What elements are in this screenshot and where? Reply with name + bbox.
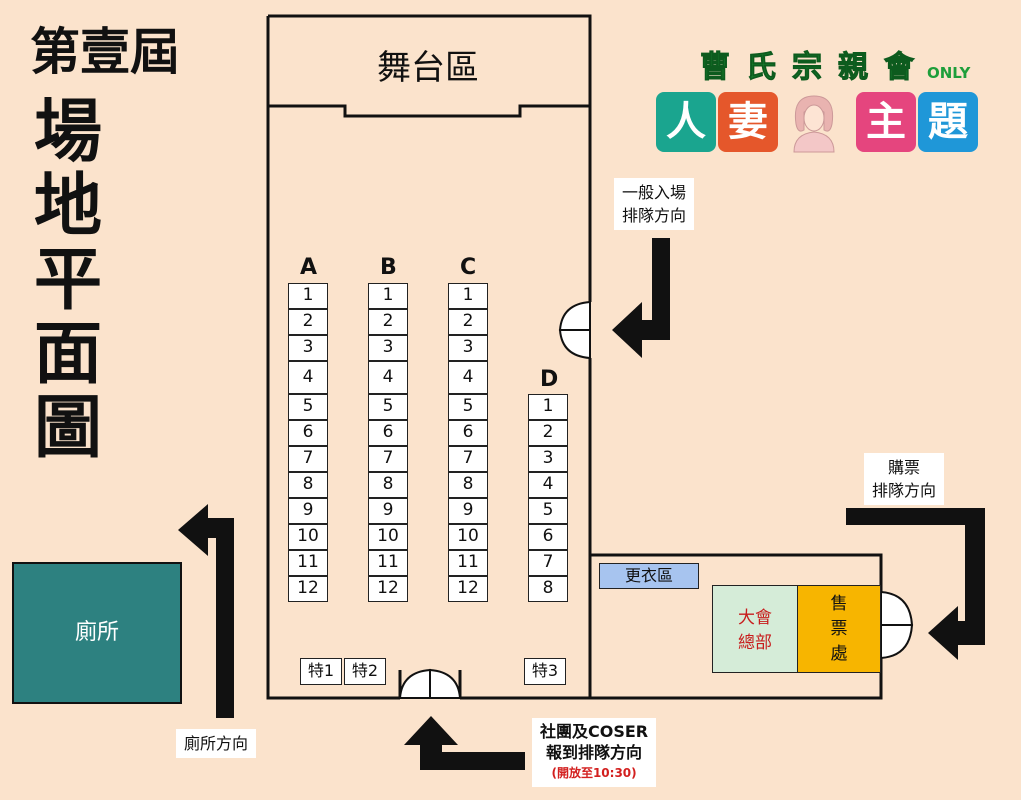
page-title: 場 地 平 面 圖 — [28, 95, 108, 465]
booth-a-10[interactable]: 10 — [288, 524, 328, 550]
woman-avatar-icon — [793, 95, 835, 153]
column-label-c: C — [460, 255, 477, 280]
label-line: 一般入場 — [622, 183, 687, 202]
booth-b-3[interactable]: 3 — [368, 335, 408, 361]
ticket-label-char: 售 — [830, 594, 848, 614]
booth-c-6[interactable]: 6 — [448, 420, 488, 446]
event-hq: 大會 總部 — [712, 585, 798, 673]
booth-d-5[interactable]: 5 — [528, 498, 568, 524]
dressing-room: 更衣區 — [599, 563, 699, 589]
booth-a-5[interactable]: 5 — [288, 394, 328, 420]
title-char: 平 — [33, 240, 102, 320]
booth-c-12[interactable]: 12 — [448, 576, 488, 602]
logo-char: 宗 — [792, 50, 823, 86]
logo-char: 曹 — [700, 50, 731, 86]
booth-d-7[interactable]: 7 — [528, 550, 568, 576]
booth-b-7[interactable]: 7 — [368, 446, 408, 472]
booth-a-4[interactable]: 4 — [288, 361, 328, 394]
special-booth[interactable]: 特2 — [344, 658, 386, 685]
logo-char: 親 — [838, 50, 869, 86]
booth-c-11[interactable]: 11 — [448, 550, 488, 576]
booth-a-6[interactable]: 6 — [288, 420, 328, 446]
logo-badge: 題 — [918, 92, 978, 152]
title-char: 面 — [33, 314, 102, 394]
hq-label-line: 總部 — [738, 633, 772, 653]
booth-d-2[interactable]: 2 — [528, 420, 568, 446]
special-booth[interactable]: 特3 — [524, 658, 566, 685]
booth-b-6[interactable]: 6 — [368, 420, 408, 446]
booth-d-8[interactable]: 8 — [528, 576, 568, 602]
booth-b-10[interactable]: 10 — [368, 524, 408, 550]
hq-label-line: 大會 — [738, 608, 772, 628]
booth-a-7[interactable]: 7 — [288, 446, 328, 472]
logo-badge: 人 — [656, 92, 716, 152]
label-line: 排隊方向 — [622, 206, 687, 225]
arrow-general-entry — [612, 238, 670, 358]
logo-only: ONLY — [927, 64, 971, 82]
stage-area: 舞台區 — [377, 48, 479, 88]
arrow-ticket-queue — [846, 508, 985, 660]
title-char: 地 — [33, 166, 102, 246]
label-line: 購票 — [888, 458, 921, 477]
booth-b-1[interactable]: 1 — [368, 283, 408, 309]
booth-b-11[interactable]: 11 — [368, 550, 408, 576]
booth-c-1[interactable]: 1 — [448, 283, 488, 309]
special-booth[interactable]: 特1 — [300, 658, 342, 685]
general-entry-label: 一般入場 排隊方向 — [614, 178, 695, 230]
booth-b-4[interactable]: 4 — [368, 361, 408, 394]
arrow-toilet — [178, 504, 234, 718]
booth-a-3[interactable]: 3 — [288, 335, 328, 361]
booth-c-9[interactable]: 9 — [448, 498, 488, 524]
booth-b-12[interactable]: 12 — [368, 576, 408, 602]
booth-b-2[interactable]: 2 — [368, 309, 408, 335]
logo-char: 氏 — [746, 50, 777, 86]
booth-a-11[interactable]: 11 — [288, 550, 328, 576]
booth-c-5[interactable]: 5 — [448, 394, 488, 420]
booth-b-8[interactable]: 8 — [368, 472, 408, 498]
column-label-a: A — [300, 255, 318, 280]
booth-c-7[interactable]: 7 — [448, 446, 488, 472]
booth-a-1[interactable]: 1 — [288, 283, 328, 309]
edition-title: 第壹屆 — [30, 22, 180, 81]
booth-a-9[interactable]: 9 — [288, 498, 328, 524]
title-char: 場 — [33, 92, 102, 172]
ticket-label-char: 票 — [830, 619, 848, 639]
logo-badge: 主 — [856, 92, 916, 152]
booth-c-4[interactable]: 4 — [448, 361, 488, 394]
booth-a-8[interactable]: 8 — [288, 472, 328, 498]
logo-char: 會 — [884, 50, 915, 86]
label-line: 排隊方向 — [872, 481, 937, 500]
booth-c-2[interactable]: 2 — [448, 309, 488, 335]
column-label-d: D — [540, 367, 559, 392]
booth-d-6[interactable]: 6 — [528, 524, 568, 550]
booth-b-5[interactable]: 5 — [368, 394, 408, 420]
club-checkin-label: 社團及COSER 報到排隊方向 (開放至10:30) — [532, 718, 657, 787]
label-line: 報到排隊方向 — [546, 743, 643, 762]
arrow-club-checkin — [404, 716, 525, 770]
ticket-label-char: 處 — [830, 644, 848, 664]
column-label-b: B — [380, 255, 397, 280]
booth-b-9[interactable]: 9 — [368, 498, 408, 524]
toilet-room: 廁所 — [12, 562, 182, 704]
booth-d-1[interactable]: 1 — [528, 394, 568, 420]
logo-badge: 妻 — [718, 92, 778, 152]
booth-a-2[interactable]: 2 — [288, 309, 328, 335]
club-checkin-note: (開放至10:30) — [551, 766, 637, 780]
label-line: 社團及COSER — [540, 722, 649, 741]
ticket-office: 售 票 處 — [797, 585, 881, 673]
booth-c-8[interactable]: 8 — [448, 472, 488, 498]
booth-c-10[interactable]: 10 — [448, 524, 488, 550]
toilet-direction-label: 廁所方向 — [176, 729, 257, 758]
booth-a-12[interactable]: 12 — [288, 576, 328, 602]
ticket-queue-label: 購票 排隊方向 — [864, 453, 945, 505]
booth-d-3[interactable]: 3 — [528, 446, 568, 472]
booth-c-3[interactable]: 3 — [448, 335, 488, 361]
booth-d-4[interactable]: 4 — [528, 472, 568, 498]
title-char: 圖 — [33, 388, 102, 468]
